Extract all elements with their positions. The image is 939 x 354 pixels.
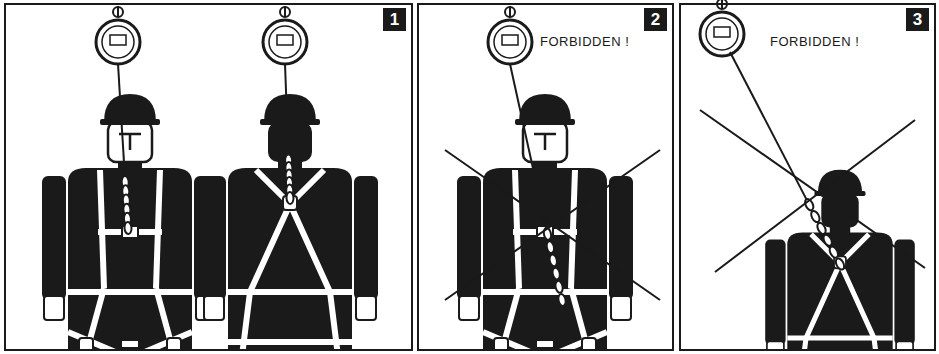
fall-arrester xyxy=(488,6,532,64)
panel-number: 3 xyxy=(906,8,929,31)
warning-label: FORBIDDEN ! xyxy=(770,34,859,49)
fall-arrester xyxy=(700,0,744,56)
worker-figure xyxy=(765,170,915,349)
lanyard xyxy=(118,64,132,234)
lanyard xyxy=(510,64,567,307)
forbidden-cross xyxy=(700,110,925,272)
panel-number: 1 xyxy=(383,8,406,31)
fall-arrester xyxy=(96,6,140,64)
forbidden-cross xyxy=(445,150,660,300)
panel-number: 2 xyxy=(644,8,667,31)
worker-figure xyxy=(42,94,218,349)
number-text: 3 xyxy=(913,11,922,28)
number-text: 1 xyxy=(390,11,399,28)
warning-label: FORBIDDEN ! xyxy=(540,34,629,49)
fall-arrester xyxy=(263,6,307,64)
lanyard xyxy=(730,52,846,271)
lanyard xyxy=(285,64,294,204)
worker-figure xyxy=(202,94,378,349)
number-text: 2 xyxy=(651,11,660,28)
